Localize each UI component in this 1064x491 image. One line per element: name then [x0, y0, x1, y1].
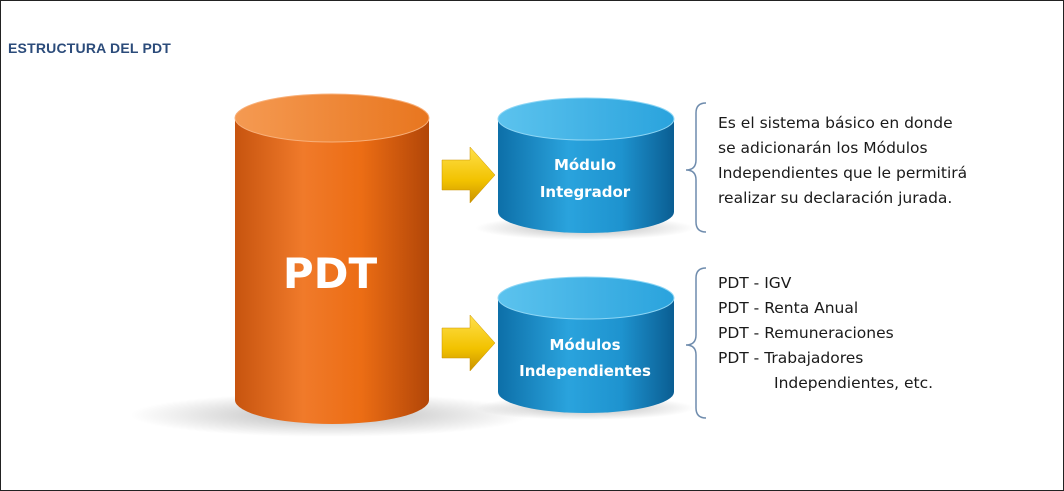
modulos-independientes-line2: Independientes	[519, 362, 651, 380]
independientes-brace	[685, 267, 707, 419]
integrador-description-line: se adicionarán los Módulos	[718, 139, 928, 157]
integrador-description-line: Independientes que le permitirá	[718, 164, 968, 182]
independientes-list-item: Independientes, etc.	[774, 374, 934, 392]
modulos-independientes-cylinder: Módulos Independientes	[497, 276, 675, 413]
page-title: ESTRUCTURA DEL PDT	[8, 40, 172, 56]
independientes-list-item: PDT - IGV	[718, 274, 792, 292]
arrow-to-independientes-icon	[441, 314, 496, 372]
modulos-independientes-line1: Módulos	[549, 336, 620, 354]
pdt-cylinder: PDT	[234, 93, 430, 424]
integrador-brace	[685, 102, 707, 233]
integrador-description: Es el sistema básico en donde se adicion…	[718, 111, 967, 211]
modulo-integrador-line1: Módulo	[554, 156, 616, 174]
independientes-list: PDT - IGV PDT - Renta Anual PDT - Remune…	[718, 271, 933, 396]
independientes-list-item: PDT - Trabajadores	[718, 349, 864, 367]
modulo-integrador-cylinder: Módulo Integrador	[497, 97, 675, 233]
arrow-to-integrador-icon	[441, 146, 496, 204]
pdt-label: PDT	[283, 249, 378, 298]
integrador-description-line: realizar su declaración jurada.	[718, 189, 953, 207]
modulo-integrador-line2: Integrador	[540, 183, 631, 201]
integrador-description-line: Es el sistema básico en donde	[718, 114, 953, 132]
independientes-list-item: PDT - Remuneraciones	[718, 324, 894, 342]
independientes-list-item: PDT - Renta Anual	[718, 299, 859, 317]
